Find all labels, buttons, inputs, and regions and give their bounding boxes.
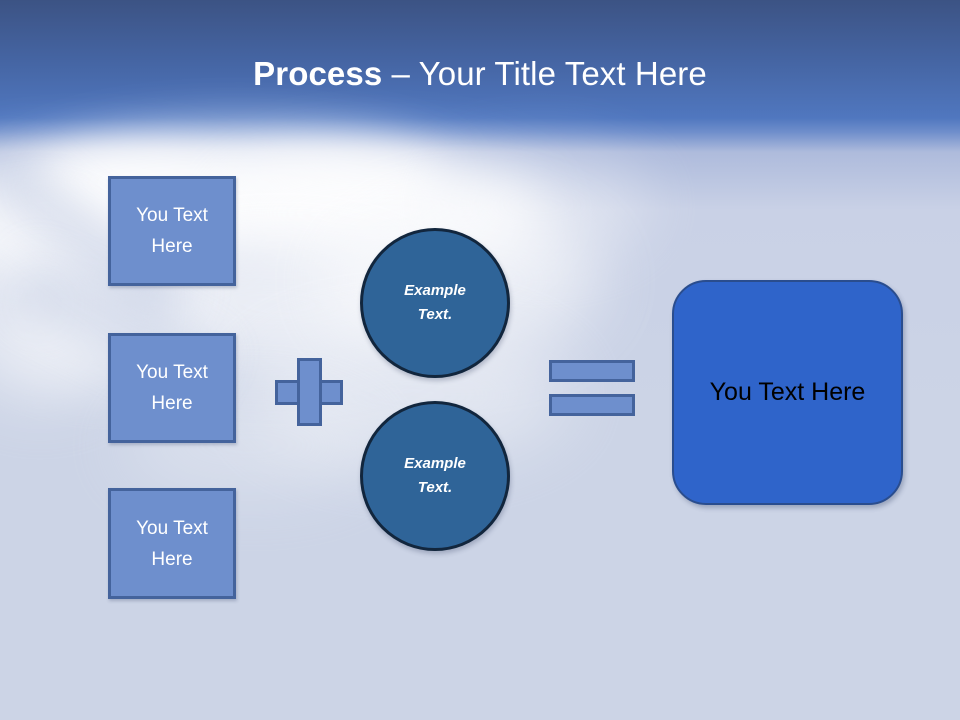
plus-icon bbox=[275, 358, 343, 426]
result-box[interactable]: You Text Here bbox=[672, 280, 903, 505]
input-box-1-line1: You Text bbox=[136, 205, 208, 226]
equals-icon-bottom-bar bbox=[549, 394, 635, 416]
input-box-2-label: You Text Here bbox=[136, 357, 208, 419]
process-circle-1[interactable]: Example Text. bbox=[360, 228, 510, 378]
plus-icon-center bbox=[300, 383, 319, 402]
equals-icon bbox=[549, 360, 635, 416]
process-circle-2-line2: Text. bbox=[417, 479, 453, 496]
equals-icon-top-bar bbox=[549, 360, 635, 382]
input-box-3-line1: You Text bbox=[136, 517, 208, 539]
input-box-1-label: You Text Here bbox=[136, 200, 208, 262]
input-box-2-line2: Here bbox=[151, 393, 193, 414]
input-box-1-line2: Here bbox=[151, 236, 193, 257]
input-box-3-line2: Here bbox=[151, 548, 193, 570]
slide-title-rest: – Your Title Text Here bbox=[382, 55, 707, 92]
input-box-3-label: You Text Here bbox=[136, 513, 208, 575]
slide-title-strong: Process bbox=[253, 55, 383, 92]
process-circle-2-line1: Example bbox=[404, 455, 466, 472]
process-circle-1-line2: Text. bbox=[417, 306, 453, 323]
process-circle-2[interactable]: Example Text. bbox=[360, 401, 510, 551]
input-box-1[interactable]: You Text Here bbox=[108, 176, 236, 286]
input-box-3[interactable]: You Text Here bbox=[108, 488, 236, 599]
slide-title: Process – Your Title Text Here bbox=[0, 52, 960, 96]
process-circle-1-line1: Example bbox=[404, 282, 466, 299]
result-box-label: You Text Here bbox=[709, 378, 866, 406]
input-box-2[interactable]: You Text Here bbox=[108, 333, 236, 443]
input-box-2-line1: You Text bbox=[136, 362, 208, 383]
